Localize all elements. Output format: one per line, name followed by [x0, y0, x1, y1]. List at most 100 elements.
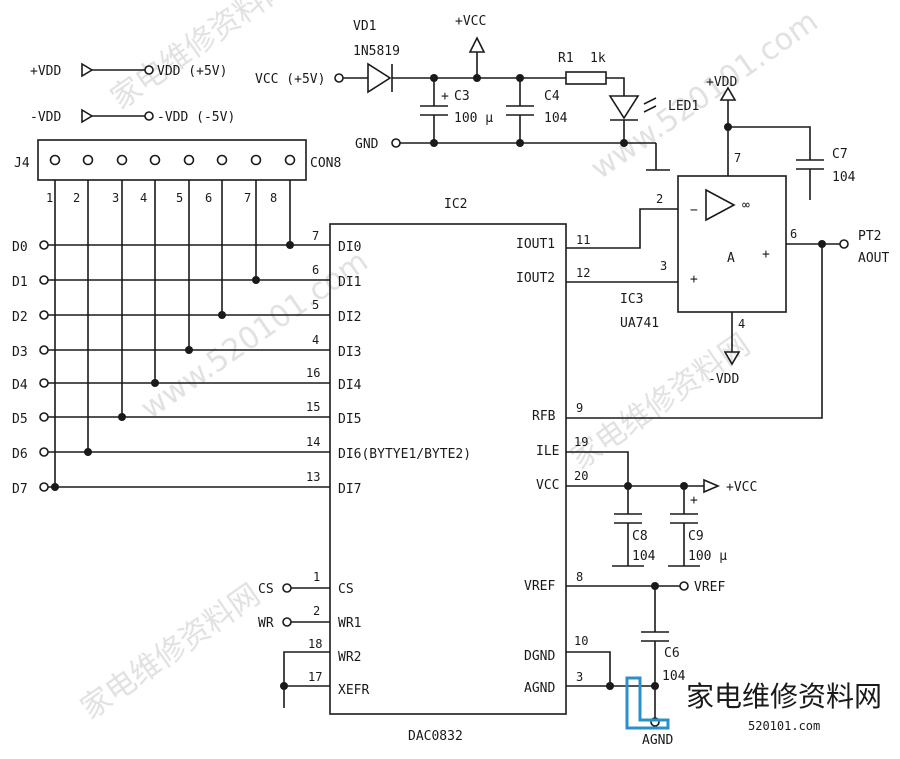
opamp-pin: 3: [660, 259, 667, 273]
dac-pin-number: 5: [312, 298, 319, 312]
connector-part: CON8: [310, 156, 341, 171]
aout-terminal: [839, 239, 849, 249]
connector-pin: 4: [140, 191, 147, 205]
logo-mark-icon: [625, 676, 670, 730]
data-bus: D0 D1 D2 D3 D4 D5 D6 D7: [12, 180, 330, 497]
diode-ref: VD1: [353, 19, 376, 34]
data-input-terminal: [39, 310, 49, 320]
junction-dot: [430, 139, 438, 147]
dac-pin-name: DI0: [338, 240, 361, 255]
led-light-icon: [643, 97, 657, 113]
junction-dot: [620, 139, 628, 147]
dac-pin-number: 3: [576, 670, 583, 684]
gnd-label: GND: [355, 137, 379, 152]
connector-pin: 1: [46, 191, 53, 205]
data-input-terminal: [39, 378, 49, 388]
junction-dot: [516, 139, 524, 147]
vcc-top-label: +VCC: [455, 14, 486, 29]
junction-dot: [51, 483, 59, 491]
logo-text: 家电维修资料网: [686, 680, 882, 713]
r1-ref: R1: [558, 51, 574, 66]
junction-dot: [286, 241, 294, 249]
connector-body: [37, 139, 307, 181]
opamp-pin: 6: [790, 227, 797, 241]
gnd-terminal: [391, 138, 401, 148]
nvdd-source-label: -VDD (-5V): [157, 110, 235, 125]
led-ref: LED1: [668, 99, 699, 114]
opamp-vdd: +VDD: [706, 75, 737, 90]
opamp-nvdd: -VDD: [708, 372, 739, 387]
wr-net: WR: [258, 616, 274, 631]
connector-socket: [183, 154, 195, 166]
data-input-label: D4: [12, 378, 28, 393]
dac-pin-name: DI6(BYTYE1/BYTE2): [338, 447, 471, 462]
dac-pin-name: DI1: [338, 275, 361, 290]
dac-pin-number: 9: [576, 401, 583, 415]
dac-pin-name: DI4: [338, 378, 362, 393]
data-input-terminal: [39, 412, 49, 422]
dac-pin-number: 17: [308, 670, 322, 684]
c3-ref: C3: [454, 89, 470, 104]
dac-body: [329, 223, 567, 715]
connector-socket: [116, 154, 128, 166]
junction-dot: [185, 346, 193, 354]
vdd-arrow-icon: [719, 86, 737, 101]
opamp-gain: A: [727, 251, 735, 266]
connector-ref: J4: [14, 156, 30, 171]
diode-part: 1N5819: [353, 44, 400, 59]
connector-socket: [250, 154, 262, 166]
junction-dot: [84, 448, 92, 456]
power-input-section: VD1 1N5819 VCC (+5V) +VCC + C3 100 μ C4 …: [255, 14, 699, 171]
c9-plus: +: [690, 493, 698, 508]
opamp-symbol-icon: [705, 188, 736, 222]
decoupling-section: +VCC C8 104 + C9 100 μ VREF C6 104: [566, 451, 757, 748]
c8-value: 104: [632, 549, 656, 564]
dac-ic2: IC2 DAC0832 7 DI0 6 DI1 5 DI2 4 DI3 16 D…: [258, 197, 590, 744]
dac-pin-number: 10: [574, 634, 588, 648]
watermark: 家电维修资料网 www.520101.com www.520101.com 家电…: [75, 0, 825, 727]
watermark-text: 家电维修资料网: [565, 327, 757, 476]
dac-pin-name: DI3: [338, 345, 361, 360]
opamp-part: UA741: [620, 316, 659, 331]
data-input-terminal: [39, 275, 49, 285]
vcc-input-label: VCC (+5V): [255, 72, 325, 87]
connector-socket: [82, 154, 94, 166]
watermark-text: 家电维修资料网: [105, 0, 297, 117]
logo-url: 520101.com: [748, 719, 820, 733]
connector-socket: [49, 154, 61, 166]
dac-pin-name: AGND: [524, 681, 555, 696]
vdd-supply: +VDD VDD (+5V): [30, 62, 227, 79]
arrow-icon: [81, 62, 94, 78]
dac-pin-name: VCC: [536, 478, 559, 493]
junction-dot: [606, 682, 614, 690]
opamp-ic3: − ∞ A + + 2 3 IC3 UA741 4 -VDD 7 +VDD C7…: [566, 75, 889, 419]
dac-pin-name: DI5: [338, 412, 361, 427]
dac-pin-name: DI2: [338, 310, 361, 325]
connector-pin: 3: [112, 191, 119, 205]
aout-label: AOUT: [858, 251, 889, 266]
vdd-source-label: VDD (+5V): [157, 64, 227, 79]
dac-pin-number: 6: [312, 263, 319, 277]
data-input-terminal: [39, 345, 49, 355]
agnd-label: AGND: [642, 733, 673, 748]
c7-value: 104: [832, 170, 856, 185]
dac-pin-name: DGND: [524, 649, 555, 664]
dac-pin-number: 8: [576, 570, 583, 584]
decoupling-vref: VREF: [694, 580, 725, 595]
vcc-arrow-icon: [703, 478, 721, 494]
c8-ref: C8: [632, 529, 648, 544]
nvdd-terminal: [144, 111, 154, 121]
data-input-label: D5: [12, 412, 28, 427]
dac-pin-name: IOUT2: [516, 271, 555, 286]
opamp-out-plus: +: [762, 247, 770, 262]
junction-dot: [624, 482, 632, 490]
dac-pin-number: 14: [306, 435, 320, 449]
junction-dot: [280, 682, 288, 690]
dac-pin-number: 20: [574, 469, 588, 483]
data-input-label: D6: [12, 447, 28, 462]
connector-socket: [149, 154, 161, 166]
dac-pin-number: 12: [576, 266, 590, 280]
connector-j4: J4 CON8 1 2 3 4 5 6 7 8: [14, 139, 341, 205]
connector-socket: [284, 154, 296, 166]
